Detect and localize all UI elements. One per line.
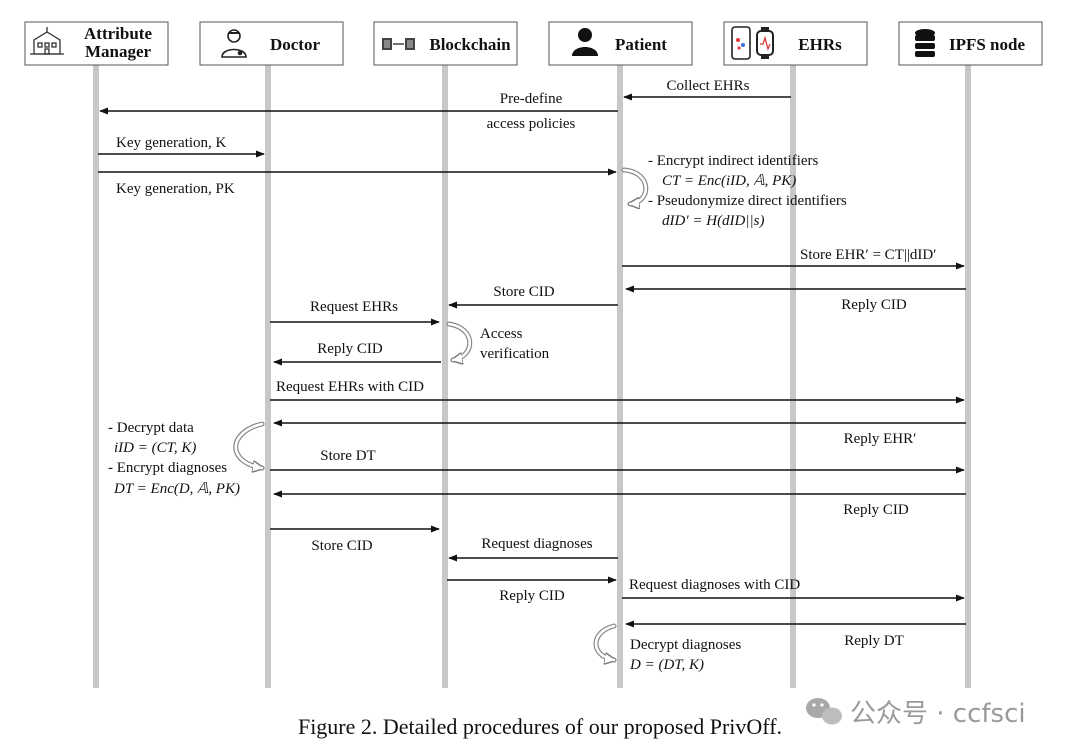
msg-reply-ehr-label: Reply EHR′ (844, 431, 917, 447)
decrypt-diagnoses-label-2: D = (DT, K) (629, 657, 704, 673)
msg-reply-cid-ipfs-1-label: Reply CID (841, 297, 907, 313)
doctor-note-3: - Encrypt diagnoses (108, 460, 227, 476)
msg-reply-cid-bc-2-label: Reply CID (499, 588, 565, 604)
msg-reply-cid-ipfs-2-label: Reply CID (843, 502, 909, 518)
msg-request-diagnoses-cid-label: Request diagnoses with CID (629, 577, 800, 593)
msg-keygen-k-label: Key generation, K (116, 135, 227, 151)
participant-label-ipfs: IPFS node (949, 35, 1025, 54)
msg-reply-dt-label: Reply DT (844, 633, 904, 649)
patient-note-3: - Pseudonymize direct identifiers (648, 193, 847, 209)
patient-self-loop-2 (593, 623, 614, 660)
database-icon (915, 29, 935, 57)
patient-note-2: CT = Enc(iID, 𝔸, PK) (662, 173, 796, 189)
person-icon (572, 28, 598, 56)
participant-attribute-manager: Attribute Manager (24, 21, 169, 66)
building-icon (30, 27, 64, 55)
msg-store-cid-1-label: Store CID (493, 284, 554, 300)
blockchain-icon (382, 38, 415, 50)
participant-ipfs: IPFS node (898, 21, 1043, 66)
msg-keygen-pk-label: Key generation, PK (116, 181, 235, 197)
msg-store-dt-label: Store DT (320, 448, 375, 464)
decrypt-diagnoses-label-1: Decrypt diagnoses (630, 637, 741, 653)
participant-label-attribute: Attribute (84, 24, 152, 43)
watermark-text: 公众号 · ccfsci (850, 699, 1026, 729)
doctor-note-4: DT = Enc(D, 𝔸, PK) (113, 481, 240, 497)
watermark: 公众号 · ccfsci (806, 698, 1026, 729)
msg-store-cid-2-label: Store CID (311, 538, 372, 554)
doctor-note-2: iID = (CT, K) (114, 440, 196, 456)
participant-blockchain: Blockchain (373, 21, 518, 66)
msg-predefine-label-1: Pre-define (500, 91, 563, 107)
participant-label-manager: Manager (85, 42, 152, 61)
participant-label-ehrs: EHRs (798, 35, 842, 54)
participant-patient: Patient (548, 21, 693, 66)
access-verification-label-1: Access (480, 326, 523, 342)
msg-collect-ehrs-label: Collect EHRs (667, 78, 750, 94)
participant-label-patient: Patient (615, 35, 667, 54)
msg-request-diagnoses-label: Request diagnoses (481, 536, 592, 552)
devices-icon (731, 26, 774, 60)
patient-self-loop-1 (621, 167, 649, 204)
patient-note-1: - Encrypt indirect identifiers (648, 153, 819, 169)
msg-request-ehrs-cid-label: Request EHRs with CID (276, 379, 424, 395)
doctor-self-loop (233, 421, 262, 468)
participant-label-doctor: Doctor (270, 35, 320, 54)
msg-reply-cid-bc-1-label: Reply CID (317, 341, 383, 357)
figure-caption: Figure 2. Detailed procedures of our pro… (298, 714, 782, 739)
msg-request-ehrs-label: Request EHRs (310, 299, 398, 315)
patient-note-4: dID′ = H(dID||s) (662, 213, 764, 229)
msg-store-ehr-label: Store EHR′ = CT||dID′ (800, 247, 936, 263)
participant-doctor: Doctor (199, 21, 344, 66)
participant-label-blockchain: Blockchain (429, 35, 511, 54)
wechat-icon (806, 698, 842, 725)
doctor-note-1: - Decrypt data (108, 420, 194, 436)
participant-ehrs: EHRs (723, 21, 868, 66)
blockchain-self-loop (446, 321, 473, 360)
msg-predefine-label-2: access policies (487, 116, 576, 132)
access-verification-label-2: verification (480, 346, 550, 362)
doctor-icon (221, 29, 247, 58)
